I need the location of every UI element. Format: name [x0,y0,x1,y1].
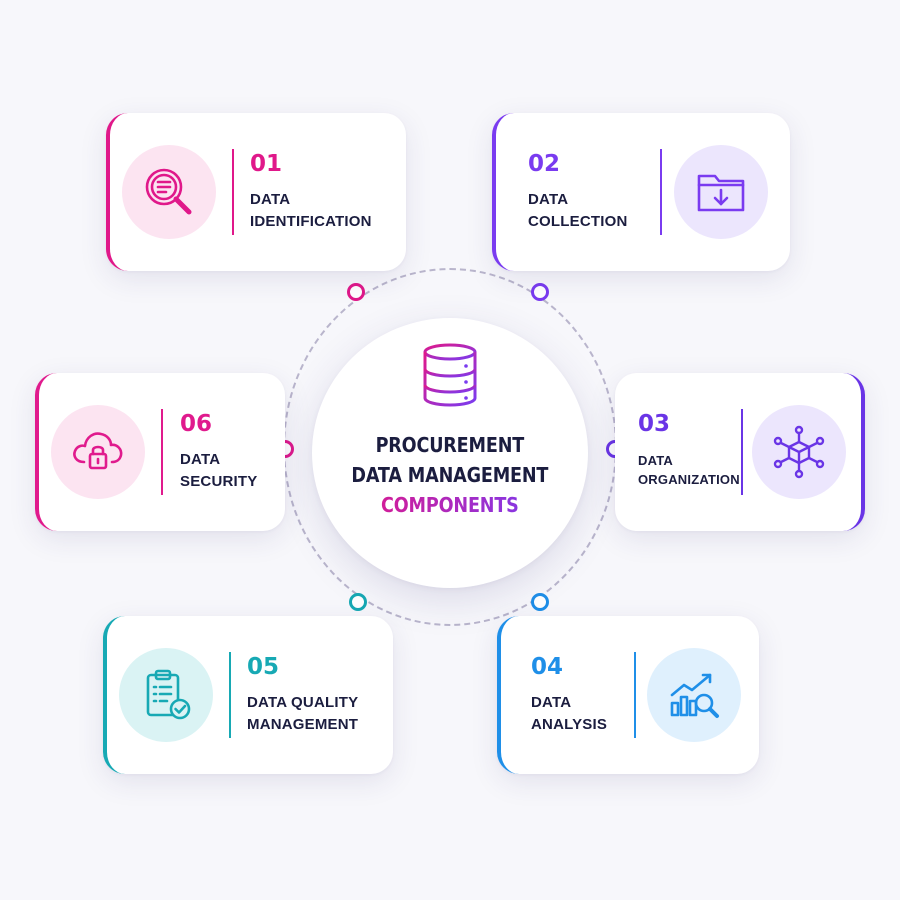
component-number: 03 [638,411,671,437]
label-line-1: DATA [250,191,291,208]
label-line-1: DATA [638,453,673,468]
card-data-collection: 02 DATA COLLECTION [492,113,790,271]
label-line-2: COLLECTION [528,213,628,230]
label-line-2: ANALYSIS [531,716,608,733]
card-accent [106,113,128,271]
card-divider [634,652,636,738]
label-line-1: DATA QUALITY [247,694,359,711]
cloud-lock-icon [73,432,123,470]
label-line-1: DATA [528,191,569,208]
connector-dot-01 [347,283,365,301]
icon-badge [752,405,846,499]
chart-magnifier-icon [670,673,719,718]
card-divider [161,409,163,495]
card-data-identification: 01 DATA IDENTIFICATION [106,113,406,271]
component-label: DATA COLLECTION [528,189,628,233]
folder-download-icon [697,174,745,212]
connector-dot-05 [349,593,367,611]
card-data-analysis: 04 DATA ANALYSIS [497,616,759,774]
center-title-line-3: COMPONENTS [352,490,549,520]
label-line-1: DATA [180,451,221,468]
icon-badge [647,648,741,742]
network-cube-icon [773,425,825,479]
card-accent [843,373,865,531]
icon-badge [674,145,768,239]
card-divider [229,652,231,738]
center-title-line-1: PROCUREMENT [375,433,525,457]
card-divider [660,149,662,235]
card-accent [35,373,57,531]
center-title: PROCUREMENT DATA MANAGEMENT COMPONENTS [352,430,549,520]
label-line-2: MANAGEMENT [247,716,359,733]
card-accent [103,616,125,774]
card-accent [492,113,514,271]
card-divider [232,149,234,235]
label-line-2: IDENTIFICATION [250,213,372,230]
database-icon [423,343,477,407]
component-number: 05 [247,654,280,680]
label-line-2: ORGANIZATION [638,472,740,487]
component-label: DATA QUALITY MANAGEMENT [247,692,358,736]
clipboard-check-icon [146,669,191,720]
component-number: 06 [180,411,213,437]
connector-dot-02 [531,283,549,301]
component-number: 01 [250,151,283,177]
center-title-line-2: DATA MANAGEMENT [351,463,549,487]
component-number: 02 [528,151,561,177]
icon-badge [119,648,213,742]
label-line-2: SECURITY [180,473,258,490]
magnifier-document-icon [145,168,192,215]
component-label: DATA IDENTIFICATION [250,189,372,233]
icon-badge [122,145,216,239]
card-divider [741,409,743,495]
card-accent [497,616,519,774]
card-data-security: 06 DATA SECURITY [35,373,285,531]
center-hub: PROCUREMENT DATA MANAGEMENT COMPONENTS [312,318,588,588]
component-label: DATA SECURITY [180,449,257,493]
component-label: DATA ORGANIZATION [638,451,740,489]
card-data-organization: 03 DATA ORGANIZATION [615,373,865,531]
component-label: DATA ANALYSIS [531,692,607,736]
component-number: 04 [531,654,564,680]
card-data-quality-management: 05 DATA QUALITY MANAGEMENT [103,616,393,774]
icon-badge [51,405,145,499]
label-line-1: DATA [531,694,572,711]
connector-dot-04 [531,593,549,611]
